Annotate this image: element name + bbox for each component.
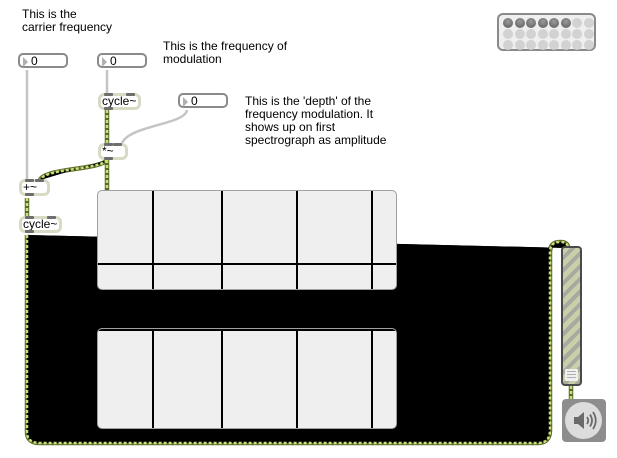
grid-line	[371, 329, 373, 428]
grid-line	[98, 263, 396, 265]
meter-led	[514, 40, 525, 50]
meter-led	[503, 40, 513, 50]
outlet[interactable]	[104, 157, 113, 160]
grid-line	[296, 329, 298, 428]
comment-carrier-frequency: This is the carrier frequency	[22, 7, 113, 34]
level-meter-panel	[497, 13, 596, 51]
meter-led	[549, 29, 559, 39]
object-add-signal[interactable]: +~	[19, 179, 50, 196]
meter-led	[503, 29, 513, 39]
number-box-value: 0	[191, 94, 198, 108]
meter-led	[526, 40, 536, 50]
control-cord-depth[interactable]	[120, 109, 189, 144]
meter-led	[537, 40, 548, 50]
meter-led	[583, 40, 594, 50]
object-cycle-carrier[interactable]: cycle~	[19, 216, 62, 233]
inlet[interactable]	[25, 179, 34, 182]
meter-led	[560, 40, 571, 50]
meter-led	[549, 40, 559, 50]
inlet[interactable]	[104, 143, 113, 146]
inlet[interactable]	[25, 216, 34, 219]
grid-line	[152, 191, 154, 289]
gain-slider[interactable]	[561, 246, 582, 386]
ezdac-button[interactable]	[562, 399, 606, 442]
meter-led	[560, 29, 571, 39]
meter-led	[537, 18, 548, 28]
number-box-triangle-icon	[183, 97, 188, 107]
outlet[interactable]	[25, 230, 34, 233]
spectroscope-modulator[interactable]	[97, 190, 397, 290]
meter-led	[503, 18, 513, 28]
outlet[interactable]	[25, 193, 34, 196]
comment-modulation-frequency: This is the frequency of modulation	[163, 39, 288, 66]
object-label: cycle~	[23, 217, 58, 231]
object-cycle-modulator[interactable]: cycle~	[98, 93, 141, 110]
meter-led	[572, 18, 582, 28]
meter-led	[514, 18, 525, 28]
inlet[interactable]	[126, 93, 135, 96]
meter-led	[526, 18, 536, 28]
speaker-icon	[565, 402, 602, 439]
meter-led	[549, 18, 559, 28]
grid-line	[221, 329, 223, 428]
number-box-triangle-icon	[102, 57, 107, 67]
grid-line	[371, 191, 373, 289]
gain-slider-handle[interactable]	[565, 369, 578, 381]
meter-led	[526, 29, 536, 39]
grid-line	[98, 329, 396, 331]
inlet[interactable]	[35, 179, 44, 182]
object-multiply-signal[interactable]: *~	[98, 143, 128, 160]
number-box-value: 0	[31, 54, 38, 68]
meter-led	[514, 29, 525, 39]
meter-led	[583, 29, 594, 39]
number-box-value: 0	[110, 54, 117, 68]
meter-led	[583, 18, 594, 28]
meter-led	[572, 29, 582, 39]
number-box-modulation-frequency[interactable]: 0	[97, 53, 147, 68]
spectroscope-carrier[interactable]	[97, 328, 397, 429]
outlet[interactable]	[104, 107, 113, 110]
meter-led	[560, 18, 571, 28]
inlet[interactable]	[104, 93, 113, 96]
number-box-depth[interactable]: 0	[178, 93, 228, 108]
inlet[interactable]	[47, 216, 56, 219]
object-label: *~	[102, 144, 114, 158]
inlet[interactable]	[113, 143, 122, 146]
number-box-triangle-icon	[23, 57, 28, 67]
grid-line	[221, 191, 223, 289]
object-label: +~	[23, 180, 38, 194]
grid-line	[152, 329, 154, 428]
comment-depth: This is the 'depth' of the frequency mod…	[245, 94, 387, 147]
grid-line	[296, 191, 298, 289]
meter-led	[572, 40, 582, 50]
object-label: cycle~	[102, 94, 137, 108]
number-box-carrier-frequency[interactable]: 0	[18, 53, 68, 68]
meter-led	[537, 29, 548, 39]
